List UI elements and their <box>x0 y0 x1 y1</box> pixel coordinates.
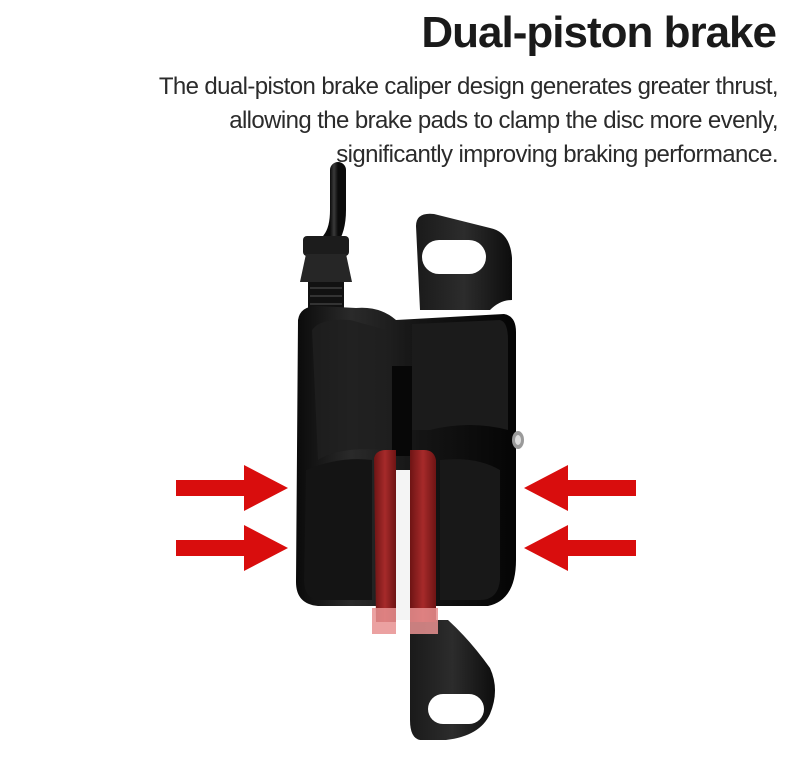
right-brake-pad <box>410 450 436 622</box>
bracket-hole-bottom <box>428 694 484 724</box>
arrow-left-icon <box>524 465 636 571</box>
description-line-2: allowing the brake pads to clamp the dis… <box>229 107 778 134</box>
description-line-3: significantly improving braking performa… <box>336 141 778 168</box>
brake-disc-gap <box>396 470 410 620</box>
arrow-right-icon <box>176 465 288 571</box>
hydraulic-hose <box>300 162 352 310</box>
caliper-body <box>296 306 524 606</box>
brake-pads <box>372 450 438 634</box>
bracket-hole-top <box>422 240 486 274</box>
description-line-1: The dual-piston brake caliper design gen… <box>158 73 779 100</box>
description: The dual-piston brake caliper design gen… <box>78 70 779 172</box>
mounting-bracket <box>410 213 512 740</box>
left-brake-pad <box>374 450 396 622</box>
page-title: Dual-piston brake <box>421 8 777 57</box>
